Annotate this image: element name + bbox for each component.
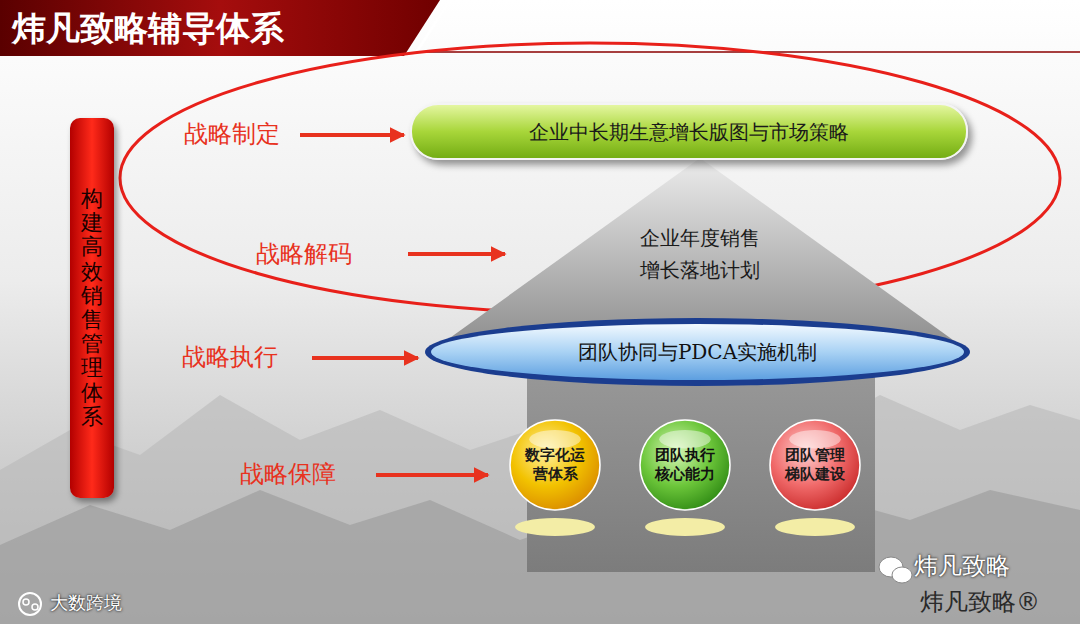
circle-outline <box>510 420 600 510</box>
node-text: 团队执行核心能力 <box>653 446 717 485</box>
pointer-arrow <box>300 133 404 137</box>
title-text: 炜凡致略辅导体系 <box>12 8 284 48</box>
node-text: 构建高效销售管理体系 <box>81 187 103 429</box>
wechat-icon <box>879 557 912 583</box>
stage-label: 战略解码 <box>256 240 352 269</box>
mechanism-ellipse: 团队协同与PDCA实施机制 <box>425 318 970 386</box>
title-band <box>0 0 440 56</box>
circle-outline <box>770 420 860 510</box>
wechat-watermark: 炜凡致略 <box>914 552 1010 581</box>
watermark: 大数跨境 <box>50 591 122 614</box>
ellipse-rim <box>425 318 970 386</box>
circle-base <box>645 518 725 536</box>
ellipse-fill <box>431 324 964 380</box>
strategy-pill: 企业中长期生意增长版图与市场策略 <box>410 103 968 160</box>
title-slash <box>414 0 450 56</box>
pointer-arrow <box>312 356 418 360</box>
node-text: 数字化运营体系 <box>523 446 587 485</box>
roof-triangle: 企业年度销售 增长落地计划 <box>440 158 960 345</box>
stage-label: 战略制定 <box>184 120 280 149</box>
vertical-banner: 构建高效销售管理体系 <box>70 118 114 498</box>
circle-outline <box>640 420 730 510</box>
node-text: 企业年度销售 增长落地计划 <box>630 222 770 286</box>
node-text: 企业中长期生意增长版图与市场策略 <box>529 119 849 145</box>
support-circle: 数字化运营体系 <box>509 419 601 511</box>
circle-base <box>515 518 595 536</box>
node-text: 团队协同与PDCA实施机制 <box>578 339 817 365</box>
watermark-icon <box>19 593 41 615</box>
roof-triangle-shape <box>440 158 960 345</box>
stage-label: 战略执行 <box>182 343 278 372</box>
support-circle: 团队执行核心能力 <box>639 419 731 511</box>
stage-label: 战略保障 <box>240 460 336 489</box>
pointer-arrow <box>408 252 505 256</box>
circle-base <box>775 518 855 536</box>
node-text: 团队管理梯队建设 <box>783 446 847 485</box>
support-circle: 团队管理梯队建设 <box>769 419 861 511</box>
pointer-arrow <box>376 473 488 477</box>
brand-logo: 炜凡致略® <box>920 588 1040 617</box>
triangle-outline <box>440 158 960 345</box>
